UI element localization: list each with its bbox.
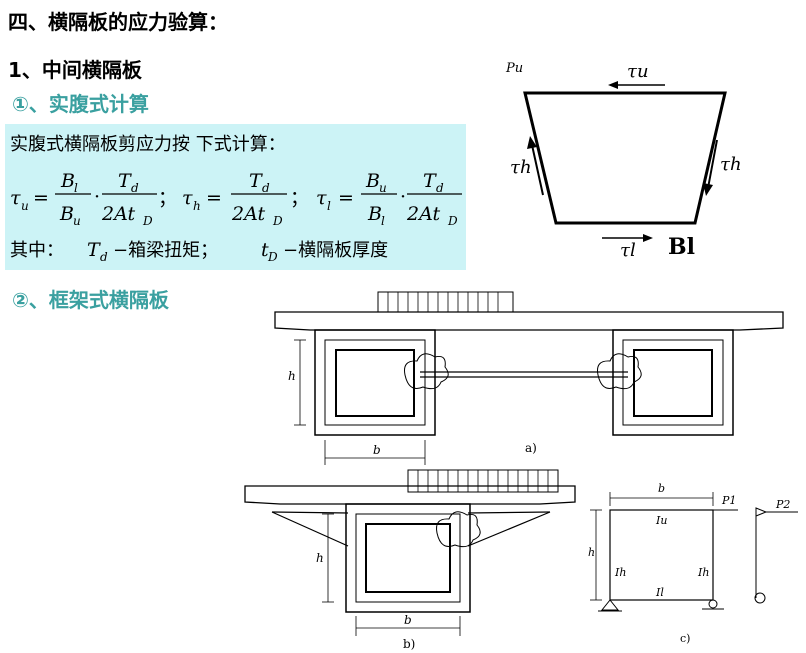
numerator-sub: l bbox=[74, 181, 78, 195]
frame-diaphragm-figure-b: h b b) bbox=[244, 469, 576, 651]
numerator-B: B bbox=[60, 170, 75, 192]
formula-box bbox=[5, 124, 466, 270]
equals: = bbox=[33, 187, 49, 209]
numerator-B: B bbox=[365, 170, 380, 192]
denominator-sub: l bbox=[381, 214, 385, 228]
tau-h-left-label: τh bbox=[510, 157, 532, 178]
numerator-T: T bbox=[118, 170, 132, 192]
formula-intro: 实腹式横隔板剪应力按 下式计算： bbox=[10, 134, 286, 155]
dot: · bbox=[94, 186, 100, 208]
dimension-b: b bbox=[404, 613, 412, 627]
dot: · bbox=[400, 186, 406, 208]
trapezoid-shear-figure: Pu τu τh τh τl Bl bbox=[505, 61, 742, 261]
subsection-heading: 1、中间横隔板 bbox=[8, 58, 142, 82]
inertia-Ih-left: Ih bbox=[614, 566, 626, 579]
t-sub: D bbox=[267, 250, 278, 264]
load-P1: P1 bbox=[721, 494, 736, 507]
corner-label: Pu bbox=[505, 61, 523, 76]
denominator-sub: u bbox=[73, 214, 81, 228]
inertia-Il: Il bbox=[655, 586, 664, 599]
numerator-T: T bbox=[249, 170, 263, 192]
T-symbol: T bbox=[87, 239, 101, 261]
tau-symbol: τ bbox=[316, 187, 327, 209]
frame-model-figure-c: b P1 P2 h Iu Ih Ih Il c) bbox=[588, 482, 798, 645]
figure-caption: b) bbox=[403, 637, 415, 651]
numerator-T: T bbox=[423, 170, 437, 192]
t-symbol: t bbox=[261, 239, 269, 261]
equals: = bbox=[206, 187, 222, 209]
dimension-h: h bbox=[588, 546, 595, 559]
denominator-B: B bbox=[59, 203, 74, 225]
dimension-h: h bbox=[316, 551, 324, 565]
tau-h-right-label: τh bbox=[720, 154, 742, 175]
tau-symbol: τ bbox=[10, 187, 21, 209]
B-l-label: Bl bbox=[668, 234, 695, 260]
arrow-right-icon bbox=[643, 234, 653, 242]
section-heading: 四、横隔板的应力验算： bbox=[8, 10, 228, 34]
semicolon: ； bbox=[158, 187, 177, 209]
where-line: 其中： T d −箱梁扭矩； t D −横隔板厚度 bbox=[10, 239, 388, 264]
frame-diaphragm-heading: ②、框架式横隔板 bbox=[12, 288, 169, 312]
tD-description: −横隔板厚度 bbox=[283, 240, 388, 261]
denominator-2At: 2At bbox=[231, 203, 265, 225]
tau-sub: u bbox=[21, 199, 29, 213]
tau-l-label: τl bbox=[620, 240, 636, 261]
tau-u-label: τu bbox=[627, 61, 649, 82]
shear-stress-formula: τ u = B l B u · T d 2At D ； τ h = T d 2A… bbox=[10, 170, 462, 228]
frame-diaphragm-figure-a: h b a) bbox=[274, 291, 784, 465]
load-hatching bbox=[417, 470, 549, 492]
numerator-sub: d bbox=[131, 181, 139, 195]
tau-symbol: τ bbox=[182, 187, 193, 209]
semicolon: ； bbox=[290, 187, 309, 209]
T-sub: d bbox=[100, 250, 108, 264]
denominator-sub: D bbox=[272, 214, 283, 228]
solid-web-heading: ①、实腹式计算 bbox=[12, 92, 149, 116]
denominator-B: B bbox=[367, 203, 382, 225]
figure-caption: c) bbox=[680, 632, 690, 645]
dimension-b: b bbox=[373, 443, 381, 457]
denominator-sub: D bbox=[447, 214, 458, 228]
dimension-h: h bbox=[288, 369, 296, 383]
denominator-sub: D bbox=[142, 214, 153, 228]
Td-description: −箱梁扭矩； bbox=[113, 240, 218, 261]
where-prefix: 其中： bbox=[10, 240, 64, 261]
denominator-2At: 2At bbox=[406, 203, 440, 225]
arrow-left-icon bbox=[608, 81, 618, 89]
numerator-sub: d bbox=[262, 181, 270, 195]
inertia-Iu: Iu bbox=[655, 514, 667, 527]
inertia-Ih-right: Ih bbox=[697, 566, 709, 579]
dimension-b: b bbox=[658, 482, 665, 495]
numerator-sub: u bbox=[379, 181, 387, 195]
figure-caption: a) bbox=[525, 441, 537, 455]
arrow-up-icon bbox=[527, 136, 537, 149]
tau-sub: l bbox=[327, 199, 331, 213]
load-hatching bbox=[387, 292, 499, 312]
load-P2: P2 bbox=[775, 498, 790, 511]
tau-sub: h bbox=[193, 199, 201, 213]
equals: = bbox=[338, 187, 354, 209]
numerator-sub: d bbox=[436, 181, 444, 195]
denominator-2At: 2At bbox=[101, 203, 135, 225]
arrow-down-icon bbox=[703, 183, 713, 196]
